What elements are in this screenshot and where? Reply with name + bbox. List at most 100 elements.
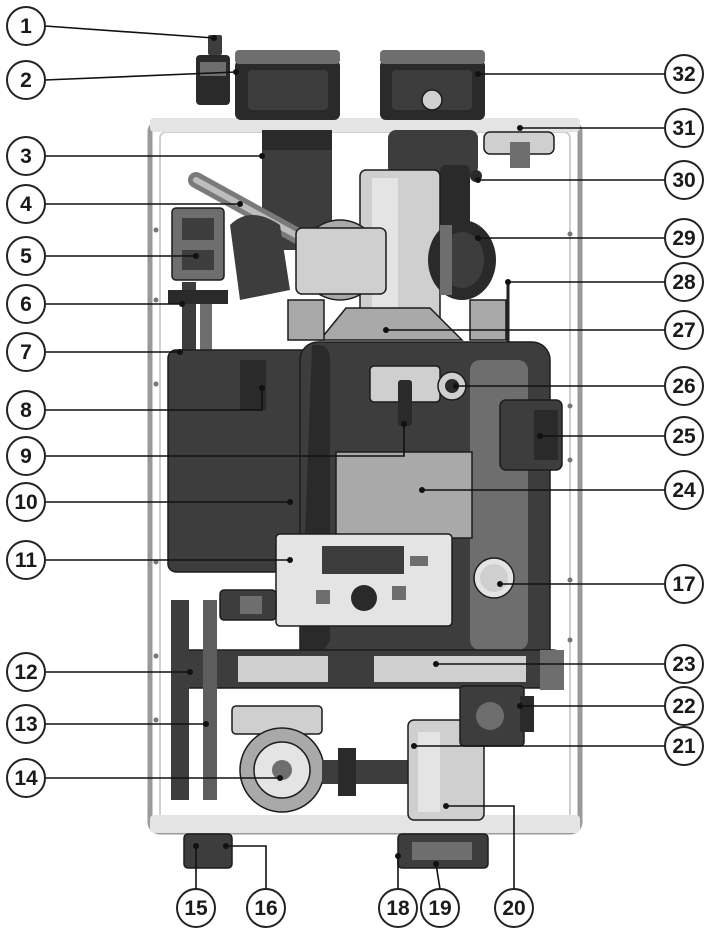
callout-circle — [6, 758, 46, 798]
callout-number: 6 — [20, 293, 32, 316]
leader-dot-30 — [475, 177, 481, 183]
gas-valve — [171, 207, 225, 281]
callout-circle — [664, 310, 704, 350]
casing-bottom-plate — [150, 815, 580, 833]
callout-circle — [378, 888, 418, 928]
callout-number: 25 — [672, 425, 696, 448]
callout-circle — [6, 184, 46, 224]
dhw-flow-sensor — [459, 685, 534, 747]
callout-number: 3 — [20, 145, 32, 168]
callout-26: 26 — [664, 366, 704, 406]
leader-dot-11 — [287, 557, 293, 563]
callout-31: 31 — [664, 108, 704, 148]
callout-11: 11 — [6, 540, 46, 580]
leader-line-9 — [45, 424, 405, 457]
leader-dot-17 — [497, 581, 503, 587]
callout-12: 12 — [6, 652, 46, 692]
leader-dot-3 — [259, 153, 265, 159]
callout-circle — [664, 470, 704, 510]
leader-dot-13 — [203, 721, 209, 727]
callout-layer: 1234567891011121314323130292827262524172… — [6, 6, 704, 928]
leader-dot-21 — [411, 743, 417, 749]
callout-number: 1 — [20, 15, 32, 38]
leader-line-2 — [44, 71, 237, 81]
callout-number: 2 — [20, 69, 32, 92]
leader-dot-1 — [211, 35, 217, 41]
leader-dot-16 — [223, 843, 229, 849]
leader-dot-7 — [177, 349, 183, 355]
callout-number: 5 — [20, 245, 32, 268]
leader-dot-4 — [237, 201, 243, 207]
leader-line-19 — [435, 863, 441, 890]
leader-dot-8 — [259, 385, 265, 391]
callout-number: 27 — [672, 319, 695, 342]
callout-18: 18 — [378, 888, 418, 928]
callout-number: 14 — [14, 767, 38, 790]
callout-number: 11 — [15, 549, 38, 572]
callout-number: 19 — [428, 897, 451, 920]
heating-flow-connection — [183, 833, 233, 869]
leader-dot-15 — [193, 843, 199, 849]
leader-dot-18 — [395, 853, 401, 859]
gas-pipe-vertical — [168, 282, 228, 362]
callout-10: 10 — [6, 482, 46, 522]
callout-27: 27 — [664, 310, 704, 350]
leader-dot-32 — [475, 71, 481, 77]
callout-14: 14 — [6, 758, 46, 798]
callout-circle — [6, 652, 46, 692]
callout-23: 23 — [664, 644, 704, 684]
flow-sensor — [398, 380, 412, 426]
callout-13: 13 — [6, 704, 46, 744]
callout-16: 16 — [246, 888, 286, 928]
leader-dot-2 — [233, 69, 239, 75]
callout-circle — [6, 540, 46, 580]
flue-connection-left — [235, 50, 340, 120]
callout-circle — [664, 366, 704, 406]
callout-29: 29 — [664, 218, 704, 258]
callout-number: 9 — [20, 445, 32, 468]
callout-circle — [664, 108, 704, 148]
leader-line-8 — [45, 388, 263, 411]
callout-circle — [664, 416, 704, 456]
callout-number: 20 — [502, 897, 525, 920]
callout-number: 10 — [14, 491, 37, 514]
callout-17: 17 — [664, 564, 704, 604]
leader-dot-12 — [187, 669, 193, 675]
callout-circle — [664, 54, 704, 94]
callout-number: 15 — [184, 897, 208, 920]
air-vent-valve — [196, 35, 230, 105]
callout-24: 24 — [664, 470, 704, 510]
callout-number: 13 — [14, 713, 37, 736]
callout-number: 18 — [386, 897, 410, 920]
callout-circle — [6, 236, 46, 276]
callout-number: 12 — [14, 661, 37, 684]
callout-number: 24 — [672, 479, 696, 502]
callout-circle — [6, 390, 46, 430]
casing-top-plate — [150, 118, 580, 132]
callout-number: 17 — [672, 573, 695, 596]
callout-number: 23 — [672, 653, 695, 676]
callout-number: 16 — [254, 897, 277, 920]
callout-9: 9 — [6, 436, 46, 476]
flue-connection-right — [380, 50, 485, 120]
leader-dot-20 — [443, 803, 449, 809]
leader-dot-10 — [287, 499, 293, 505]
leader-dot-25 — [537, 433, 543, 439]
callout-circle — [420, 888, 460, 928]
callout-1: 1 — [6, 6, 46, 46]
callout-22: 22 — [664, 686, 704, 726]
callout-circle — [664, 686, 704, 726]
air-pressure-switch — [428, 220, 496, 300]
callout-circle — [494, 888, 534, 928]
leader-dot-22 — [517, 703, 523, 709]
callout-circle — [6, 332, 46, 372]
callout-32: 32 — [664, 54, 704, 94]
hydraulic-manifold — [177, 649, 564, 690]
circulation-pump — [231, 705, 414, 813]
callout-30: 30 — [664, 160, 704, 200]
callout-number: 26 — [672, 375, 695, 398]
leader-dot-9 — [401, 421, 407, 427]
callout-circle — [664, 726, 704, 766]
callout-5: 5 — [6, 236, 46, 276]
